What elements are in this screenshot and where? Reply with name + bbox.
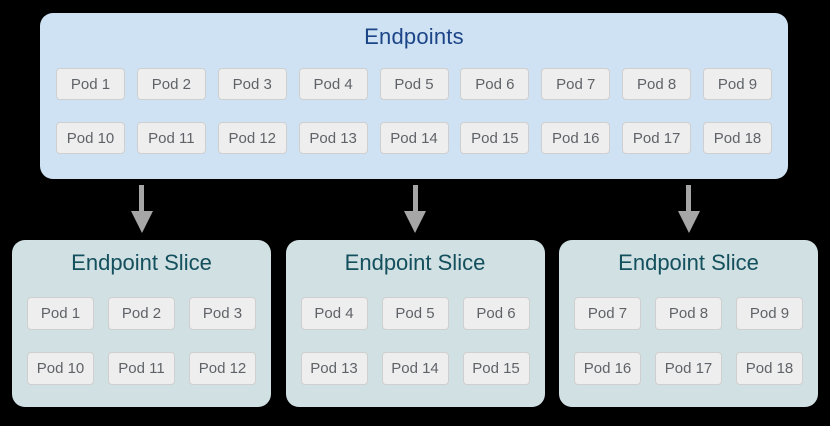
pod-row: Pod 10 Pod 11 Pod 12 — [27, 352, 256, 385]
arrow-head — [130, 211, 153, 233]
pod-row: Pod 13 Pod 14 Pod 15 — [300, 352, 530, 385]
pod-row: Pod 1 Pod 2 Pod 3 Pod 4 Pod 5 Pod 6 Pod 7 Pod 8… — [56, 68, 772, 100]
pod-box: Pod 10 — [27, 352, 94, 385]
pod-box: Pod 7 — [541, 68, 611, 100]
down-arrow-icon — [130, 185, 153, 233]
pod-box: Pod 8 — [622, 68, 692, 100]
pod-box: Pod 15 — [460, 122, 530, 154]
pod-box: Pod 7 — [574, 297, 641, 330]
pod-row: Pod 16 Pod 17 Pod 18 — [574, 352, 803, 385]
pod-row: Pod 7 Pod 8 Pod 9 — [574, 297, 803, 330]
pod-box: Pod 13 — [300, 352, 368, 385]
pod-box: Pod 1 — [27, 297, 94, 330]
slice-pod-grid: Pod 7 Pod 8 Pod 9 Pod 16 Pod 17 Pod 18 — [574, 297, 803, 385]
pod-box: Pod 16 — [541, 122, 611, 154]
pod-box: Pod 9 — [703, 68, 772, 100]
pod-box: Pod 1 — [56, 68, 125, 100]
pod-row: Pod 10 Pod 11 Pod 12 Pod 13 Pod 14 Pod 15 Pod … — [56, 122, 772, 154]
pod-box: Pod 14 — [379, 122, 449, 154]
pod-box: Pod 18 — [703, 122, 772, 154]
pod-box: Pod 4 — [300, 297, 368, 330]
pod-box: Pod 14 — [381, 352, 449, 385]
pod-box: Pod 6 — [462, 297, 530, 330]
pod-row: Pod 1 Pod 2 Pod 3 — [27, 297, 256, 330]
pod-box: Pod 5 — [379, 68, 449, 100]
arrow-cell — [12, 185, 271, 233]
arrow-stem — [686, 185, 691, 211]
pod-box: Pod 15 — [462, 352, 530, 385]
slice-pod-grid: Pod 1 Pod 2 Pod 3 Pod 10 Pod 11 Pod 12 — [27, 297, 256, 385]
arrow-cell — [286, 185, 545, 233]
arrow-cell — [559, 185, 818, 233]
endpoint-slice-title: Endpoint Slice — [71, 250, 212, 275]
endpoint-slice-title: Endpoint Slice — [618, 250, 759, 275]
pod-box: Pod 10 — [56, 122, 125, 154]
arrow-head — [404, 211, 426, 233]
pod-box: Pod 2 — [108, 297, 175, 330]
endpoints-title: Endpoints — [364, 24, 464, 49]
pod-box: Pod 6 — [460, 68, 530, 100]
pod-box: Pod 18 — [736, 352, 803, 385]
slice-pod-grid: Pod 4 Pod 5 Pod 6 Pod 13 Pod 14 Pod 15 — [300, 297, 530, 385]
down-arrow-icon — [404, 185, 426, 233]
pod-box: Pod 11 — [136, 122, 206, 154]
endpoints-pod-grid: Pod 1 Pod 2 Pod 3 Pod 4 Pod 5 Pod 6 Pod 7 Pod 8… — [56, 68, 772, 154]
pod-box: Pod 8 — [655, 297, 722, 330]
endpoints-box: Endpoints Pod 1 Pod 2 Pod 3 Pod 4 Pod 5 Pod 6… — [40, 13, 788, 179]
pod-box: Pod 13 — [298, 122, 368, 154]
pod-row: Pod 4 Pod 5 Pod 6 — [300, 297, 530, 330]
pod-box: Pod 3 — [189, 297, 256, 330]
down-arrow-icon — [677, 185, 700, 233]
arrows-row — [12, 185, 818, 233]
pod-box: Pod 2 — [136, 68, 206, 100]
pod-box: Pod 12 — [217, 122, 287, 154]
arrow-head — [677, 211, 700, 233]
pod-box: Pod 12 — [189, 352, 256, 385]
pod-box: Pod 4 — [298, 68, 368, 100]
pod-box: Pod 17 — [655, 352, 722, 385]
pod-box: Pod 5 — [381, 297, 449, 330]
pod-box: Pod 9 — [736, 297, 803, 330]
pod-box: Pod 3 — [217, 68, 287, 100]
pod-box: Pod 17 — [622, 122, 692, 154]
arrow-stem — [139, 185, 144, 211]
arrow-stem — [412, 185, 418, 211]
endpoint-slice-title: Endpoint Slice — [344, 250, 486, 275]
pod-box: Pod 16 — [574, 352, 641, 385]
pod-box: Pod 11 — [108, 352, 175, 385]
